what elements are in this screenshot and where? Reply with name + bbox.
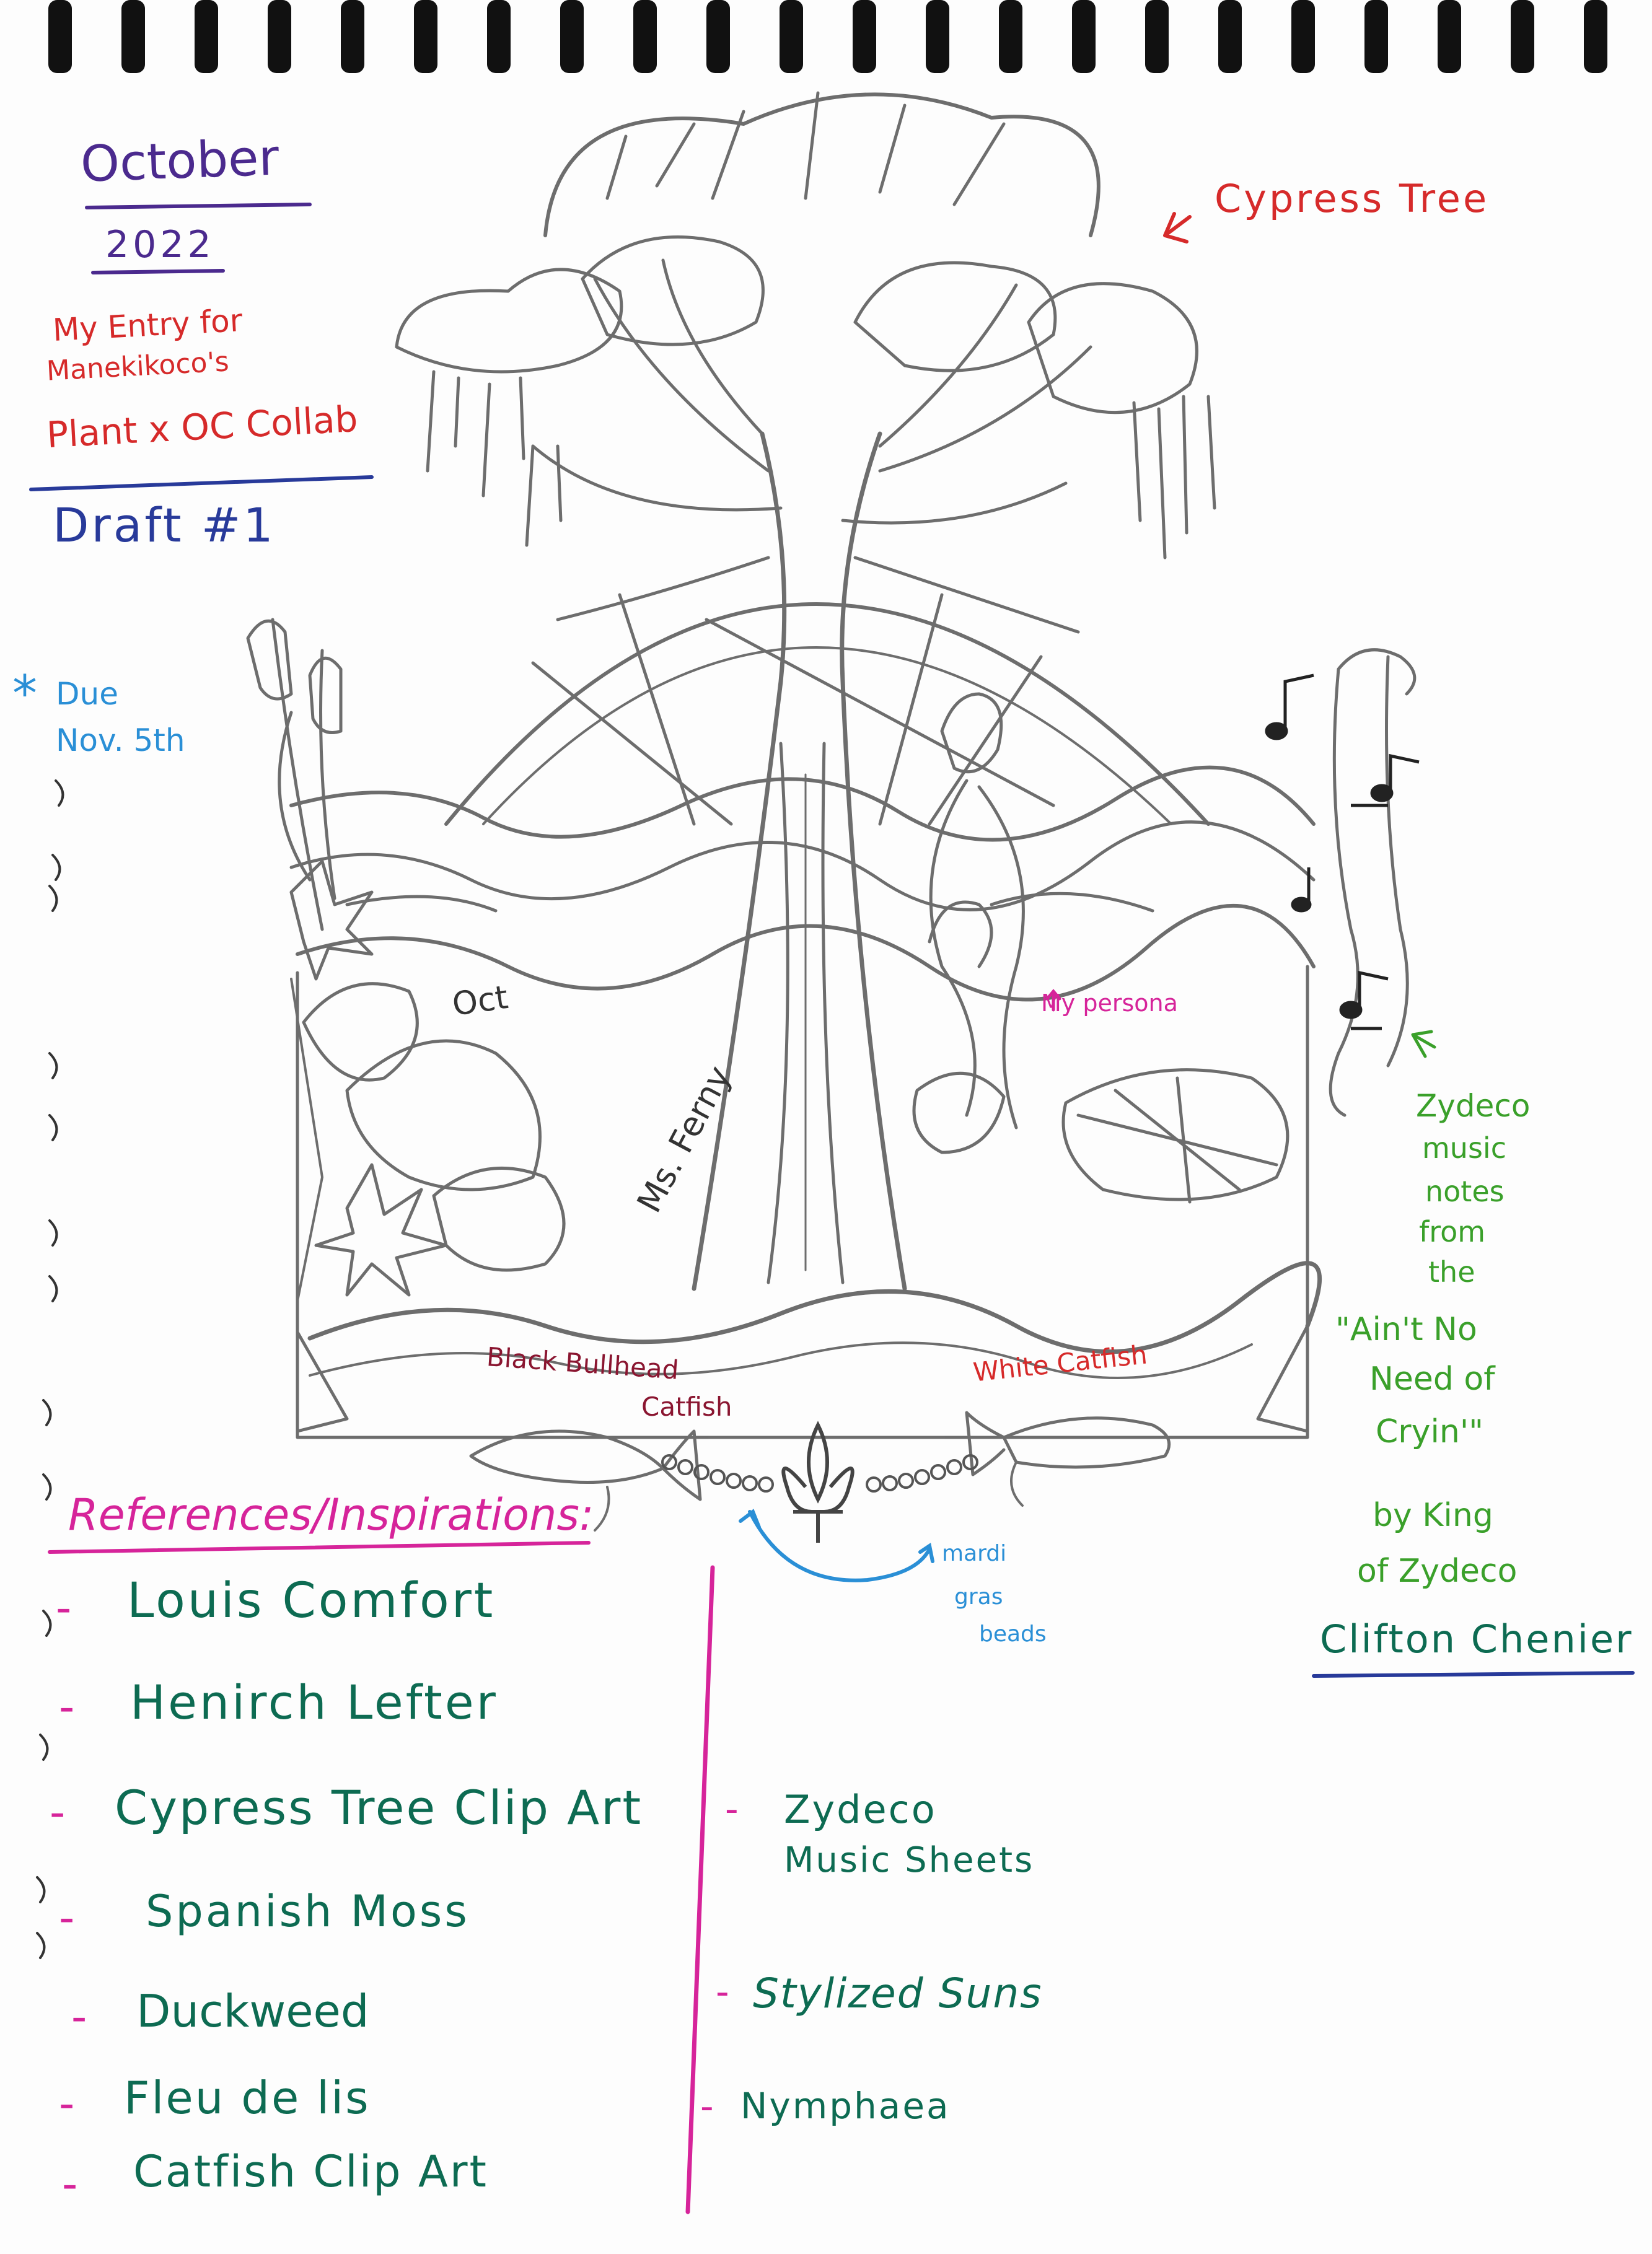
- mardi-gras-beads-sketch: [661, 1454, 978, 1493]
- month-label: October: [79, 128, 280, 193]
- draft-label: Draft #1: [53, 498, 276, 553]
- zydeco-artist: Clifton Chenier: [1320, 1616, 1633, 1662]
- black-bullhead-label-2: Catfish: [641, 1392, 732, 1422]
- zydeco-note-line-10: of Zydeco: [1357, 1553, 1518, 1590]
- zydeco-arrow: [1411, 1030, 1436, 1058]
- zydeco-note-line-9: by King: [1373, 1497, 1493, 1534]
- zydeco-note-line-4: from: [1419, 1215, 1486, 1248]
- ref-bullet: -: [71, 1991, 87, 2042]
- due-line-1: Due: [56, 676, 118, 712]
- my-persona-label: My persona: [1041, 989, 1178, 1017]
- ref-bullet: -: [725, 1787, 739, 1831]
- mardi-gras-label-2: gras: [954, 1584, 1003, 1610]
- spiral-binding: [48, 0, 1607, 73]
- list-item: Fleu de lis: [124, 2072, 371, 2124]
- fleur-de-lis-sketch: [781, 1421, 855, 1543]
- list-item: Louis Comfort: [127, 1573, 496, 1629]
- ref-bullet: -: [59, 2078, 75, 2129]
- ref-bullet: -: [700, 2085, 714, 2128]
- zydeco-note-line-2: music: [1422, 1131, 1507, 1165]
- list-item: Stylized Suns: [753, 1970, 1043, 2017]
- mardi-gras-label-3: beads: [979, 1621, 1047, 1647]
- list-item: Henirch Lefter: [130, 1675, 498, 1730]
- music-notes-sketch: [1265, 673, 1420, 1030]
- list-item: Catfish Clip Art: [133, 2146, 488, 2197]
- zydeco-note-line-8: Cryin'": [1376, 1413, 1484, 1450]
- list-item: Spanish Moss: [146, 1886, 470, 1937]
- mardi-gras-label-1: mardi: [942, 1541, 1007, 1566]
- ref-bullet: -: [59, 1892, 75, 1943]
- ref-bullet: -: [62, 2159, 78, 2209]
- zydeco-note-line-7: Need of: [1369, 1361, 1495, 1398]
- zydeco-note-line-6: "Ain't No: [1335, 1311, 1477, 1348]
- list-item: Cypress Tree Clip Art: [115, 1780, 643, 1835]
- ref-bullet: -: [50, 1787, 66, 1838]
- ref-bullet: -: [59, 1682, 75, 1732]
- cypress-tree-label: Cypress Tree: [1215, 176, 1490, 221]
- ref-bullet: -: [716, 1970, 729, 2014]
- persona-arrow: [1045, 989, 1061, 1012]
- list-item: Zydeco: [784, 1787, 937, 1832]
- oct-date-label: Oct: [450, 979, 511, 1024]
- list-item: Nymphaea: [740, 2085, 951, 2127]
- due-star: *: [12, 665, 37, 722]
- cypress-arrow: [1163, 212, 1192, 243]
- beads-arrow: [748, 1510, 931, 1582]
- zydeco-note-line-1: Zydeco: [1416, 1088, 1531, 1124]
- list-item: Music Sheets: [784, 1840, 1035, 1880]
- entry-line-1: My Entry for: [51, 302, 244, 348]
- references-heading: References/Inspirations:: [68, 1489, 594, 1540]
- zydeco-note-line-3: notes: [1425, 1175, 1505, 1208]
- year-label: 2022: [105, 223, 215, 266]
- due-line-2: Nov. 5th: [56, 722, 185, 758]
- ref-bullet: -: [56, 1582, 72, 1633]
- list-item: Duckweed: [136, 1985, 369, 2037]
- zydeco-note-line-5: the: [1428, 1255, 1475, 1289]
